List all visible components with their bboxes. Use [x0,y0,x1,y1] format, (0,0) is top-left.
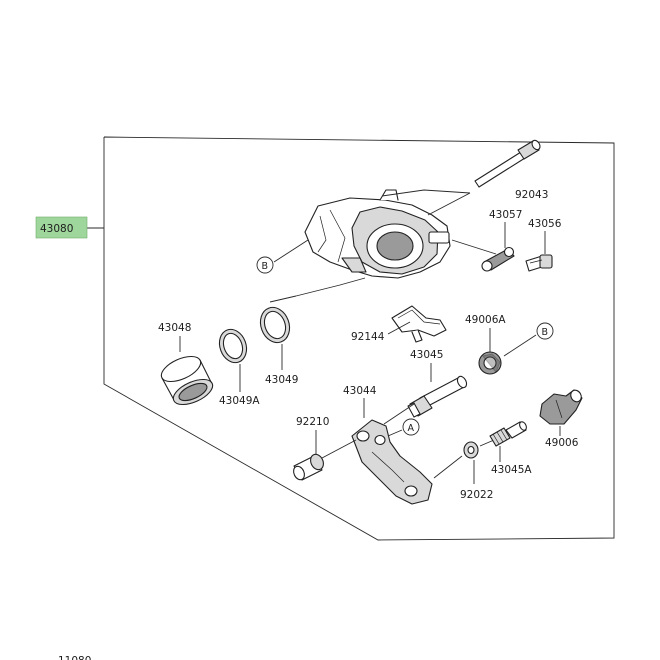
ref-b-boot[interactable]: B [542,327,549,338]
leader-49006A-B [503,334,537,357]
leader-43044-pin [383,403,415,425]
bleeder-cap-43057[interactable] [481,246,515,272]
seal-43049A[interactable] [215,326,251,367]
leader-bracket-A [387,429,403,437]
label-43049A[interactable]: 43049A [219,395,260,407]
label-43045A[interactable]: 43045A [491,464,532,476]
footer-code: 11080 [58,655,91,660]
label-92210[interactable]: 92210 [296,416,329,428]
sleeve-92210[interactable] [292,452,326,481]
highlight-43080[interactable] [35,216,88,239]
bleeder-valve-43056[interactable] [525,254,553,272]
caliper-body[interactable] [304,189,451,279]
boot-49006A[interactable] [478,351,502,375]
washer-92022[interactable] [463,441,479,459]
label-92022[interactable]: 92022 [460,489,493,501]
leader-92210-bracket [321,439,357,459]
ref-b-caliper[interactable]: B [262,261,269,272]
ref-circle-a-bracket [402,418,420,436]
label-43080[interactable]: 43080 [40,223,73,235]
pin-43045A[interactable] [489,421,528,447]
leader-bolt-exit [427,192,471,216]
caliper-bolt-92043[interactable] [474,139,542,188]
label-43057[interactable]: 43057 [489,209,522,221]
ref-circle-b-caliper [256,256,274,274]
leader-92022-pin [479,439,495,447]
pad-spring-92144[interactable] [391,305,447,343]
piston-43048[interactable] [158,351,217,409]
label-49006[interactable]: 49006 [545,437,579,449]
leader-caliper-B [273,239,309,263]
leader-92144 [387,321,411,335]
boot-49006[interactable] [539,388,583,425]
seal-43049[interactable] [256,303,295,346]
leader-bolt-caliper [381,189,471,197]
label-43048[interactable]: 43048 [158,322,191,334]
leader-caliper-seal [295,277,366,297]
label-43045[interactable]: 43045 [410,349,443,361]
label-43049[interactable]: 43049 [265,374,298,386]
leader-caliper-lower [269,295,297,303]
leader-washer-A [433,455,463,479]
ref-circle-b-boot [536,322,554,340]
frame-outline [103,136,615,541]
label-43044[interactable]: 43044 [343,385,377,397]
leader-43057 [451,239,497,255]
label-49006A[interactable]: 49006A [465,314,506,326]
ref-a-bracket[interactable]: A [408,423,415,434]
label-92043[interactable]: 92043 [515,189,548,201]
bracket-43044[interactable] [351,419,433,505]
label-43056[interactable]: 43056 [528,218,562,230]
label-92144[interactable]: 92144 [351,331,385,343]
pin-43045[interactable] [407,375,468,418]
